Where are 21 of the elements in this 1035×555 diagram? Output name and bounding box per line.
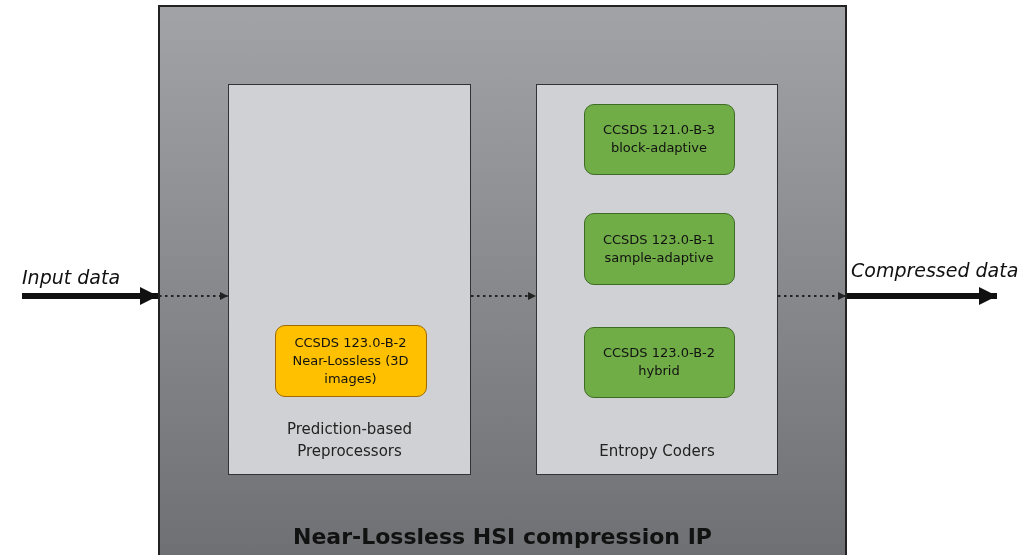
standard-label: CCSDS 123.0-B-2 Near-Lossless (3D images) <box>291 333 410 388</box>
arrow <box>22 287 158 305</box>
arrow <box>159 292 228 300</box>
ip-block <box>158 5 847 555</box>
standard-box <box>583 103 735 175</box>
arrow <box>471 292 536 300</box>
block-title: Near-Lossless HSI compression IP <box>292 524 713 549</box>
panel-title: Entropy Coders <box>598 441 716 462</box>
standard-label: CCSDS 123.0-B-1 sample-adaptive <box>601 230 717 267</box>
arrow <box>778 292 846 300</box>
standard-label: CCSDS 123.0-B-2 hybrid <box>601 344 717 380</box>
stage-panel <box>228 84 471 475</box>
arrow <box>847 287 997 305</box>
edge-label: Input data <box>22 266 121 288</box>
stage-panel <box>536 84 778 475</box>
standard-box <box>274 324 427 397</box>
standard-label: CCSDS 121.0-B-3 block-adaptive <box>601 121 717 157</box>
edge-label: Compressed data <box>851 259 1019 281</box>
standard-box <box>583 326 735 398</box>
standard-box <box>583 212 735 285</box>
panel-title: Prediction-based Preprocessors <box>285 419 414 462</box>
